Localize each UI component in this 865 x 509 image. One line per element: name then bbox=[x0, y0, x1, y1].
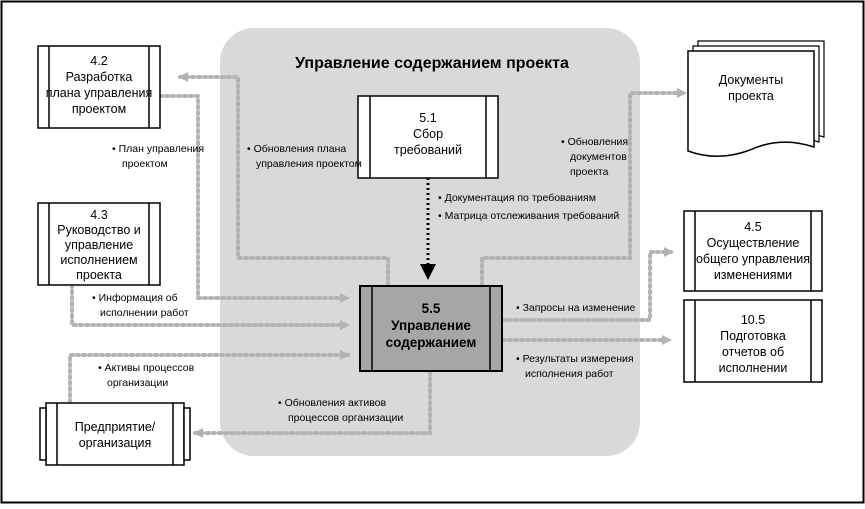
documents-line1: Документы bbox=[719, 73, 783, 87]
process-4-3-number: 4.3 bbox=[90, 208, 107, 222]
process-box-10-5: 10.5 Подготовка отчетов об исполнении bbox=[683, 299, 823, 383]
label-work-perf-info-2: исполнении работ bbox=[100, 307, 189, 319]
process-5-5-line1: Управление bbox=[391, 318, 471, 333]
process-5-1-line2: требований bbox=[394, 143, 462, 157]
process-4-5-number: 4.5 bbox=[744, 220, 761, 234]
connector-direct-to-main bbox=[70, 283, 350, 330]
label-plan-in-2: проектом bbox=[122, 158, 168, 170]
process-10-5-number: 10.5 bbox=[741, 313, 765, 327]
process-4-5-line1: Осуществление bbox=[707, 236, 800, 250]
process-4-3-line4: проекта bbox=[76, 268, 122, 282]
process-4-3-line2: управление bbox=[65, 238, 133, 252]
process-box-5-5: 5.5 Управление содержанием bbox=[359, 285, 503, 372]
process-4-5-line3: изменениями bbox=[714, 268, 792, 282]
process-4-2-line3: проектом bbox=[72, 102, 126, 116]
process-10-5-line2: отчетов об bbox=[722, 345, 784, 359]
process-4-3-line3: исполнением bbox=[60, 253, 137, 267]
connector-main-to-documents bbox=[480, 88, 687, 287]
connector-main-to-change bbox=[501, 247, 674, 322]
documents-line2: проекта bbox=[728, 89, 774, 103]
connectors bbox=[68, 72, 687, 438]
label-change-requests: • Запросы на изменение bbox=[516, 302, 635, 314]
label-doc-updates-2: документов bbox=[570, 151, 627, 163]
label-org-assets-2: организации bbox=[107, 377, 168, 389]
label-doc-updates-1: • Обновления bbox=[561, 136, 628, 148]
process-box-4-2: 4.2 Разработка плана управления проектом bbox=[37, 45, 161, 129]
label-plan-updates-1: • Обновления плана bbox=[247, 143, 346, 155]
label-doc-updates-3: проекта bbox=[570, 166, 609, 178]
label-work-perf-meas-1: • Результаты измерения bbox=[516, 353, 634, 365]
label-work-perf-meas-2: исполнения работ bbox=[525, 368, 614, 380]
enterprise-line1: Предприятие/ bbox=[75, 420, 156, 434]
connector-plan-to-main bbox=[158, 94, 350, 303]
label-req-docs: • Документация по требованиям bbox=[438, 192, 596, 204]
label-plan-in-1: • План управления bbox=[112, 143, 204, 155]
process-4-2-line1: Разработка bbox=[66, 70, 133, 84]
connector-enterprise-to-main bbox=[68, 350, 350, 404]
label-org-asset-updates-1: • Обновления активов bbox=[278, 397, 387, 409]
label-org-assets-1: • Активы процессов bbox=[98, 362, 195, 374]
process-5-5-line2: содержанием bbox=[386, 335, 477, 350]
process-5-1-number: 5.1 bbox=[419, 111, 436, 125]
process-4-5-line2: общего управления bbox=[696, 252, 810, 266]
enterprise-line2: организация bbox=[79, 436, 152, 450]
connector-main-to-enterprise bbox=[193, 370, 432, 438]
process-4-2-number: 4.2 bbox=[90, 54, 107, 68]
label-plan-updates-2: управления проектом bbox=[256, 158, 362, 170]
process-box-4-3: 4.3 Руководство и управление исполнением… bbox=[37, 202, 161, 286]
process-box-4-5: 4.5 Осуществление общего управления изме… bbox=[683, 210, 823, 292]
process-10-5-line1: Подготовка bbox=[720, 329, 786, 343]
connector-main-to-plan bbox=[178, 72, 390, 287]
process-4-3-line1: Руководство и bbox=[57, 223, 141, 237]
process-4-2-line2: плана управления bbox=[46, 86, 153, 100]
process-box-5-1: 5.1 Сбор требований bbox=[357, 95, 499, 179]
process-10-5-line3: исполнении bbox=[719, 361, 788, 375]
project-documents-stack: Документы проекта bbox=[687, 40, 825, 157]
label-org-asset-updates-2: процессов организации bbox=[288, 412, 403, 424]
enterprise-box: Предприятие/ организация bbox=[39, 402, 191, 466]
label-req-matrix: • Матрица отслеживания требований bbox=[438, 210, 619, 222]
label-work-perf-info-1: • Информация об bbox=[92, 292, 178, 304]
process-group-region bbox=[220, 28, 640, 456]
diagram-title: Управление содержанием проекта bbox=[295, 55, 569, 72]
process-5-5-number: 5.5 bbox=[422, 301, 441, 316]
process-5-1-line1: Сбор bbox=[413, 127, 443, 141]
